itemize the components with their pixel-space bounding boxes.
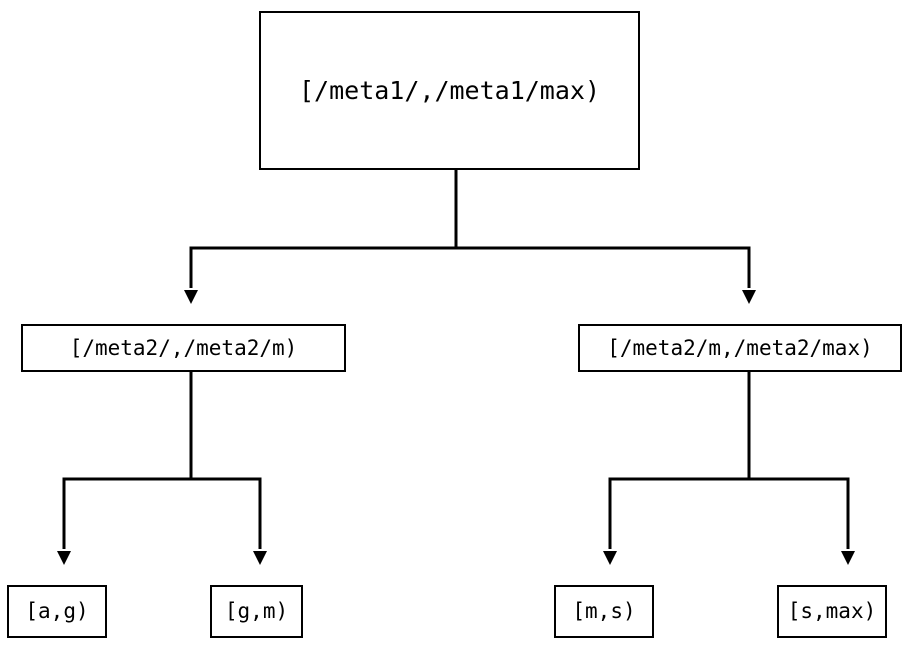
arrowhead-icon [742, 290, 756, 304]
node-mid-left[interactable]: [/meta2/,/meta2/m) [21, 324, 346, 372]
arrowhead-icon [57, 551, 71, 565]
edge-root-to-mid-left [184, 170, 458, 304]
node-mid-right-label: [/meta2/m,/meta2/max) [607, 335, 873, 360]
node-leaf-smax[interactable]: [s,max) [777, 585, 887, 638]
edge-mid-right-to-leaf-smax [749, 477, 855, 565]
node-root[interactable]: [/meta1/,/meta1/max) [259, 11, 640, 170]
arrowhead-icon [184, 290, 198, 304]
node-root-label: [/meta1/,/meta1/max) [298, 76, 601, 105]
node-mid-left-label: [/meta2/,/meta2/m) [69, 335, 298, 360]
node-leaf-ag[interactable]: [a,g) [7, 585, 107, 638]
edge-mid-right-to-leaf-ms [603, 372, 751, 565]
node-leaf-ag-label: [a,g) [25, 599, 89, 623]
node-leaf-smax-label: [s,max) [787, 599, 877, 623]
node-leaf-gm-label: [g,m) [224, 599, 289, 623]
edge-mid-left-to-leaf-gm [191, 477, 267, 565]
edge-mid-left-to-leaf-ag [57, 372, 193, 565]
node-leaf-ms-label: [m,s) [572, 599, 636, 623]
node-leaf-ms[interactable]: [m,s) [554, 585, 654, 638]
node-mid-right[interactable]: [/meta2/m,/meta2/max) [578, 324, 902, 372]
arrowhead-icon [253, 551, 267, 565]
edge-root-to-mid-right [456, 246, 756, 304]
arrowhead-icon [841, 551, 855, 565]
arrowhead-icon [603, 551, 617, 565]
node-leaf-gm[interactable]: [g,m) [210, 585, 303, 638]
